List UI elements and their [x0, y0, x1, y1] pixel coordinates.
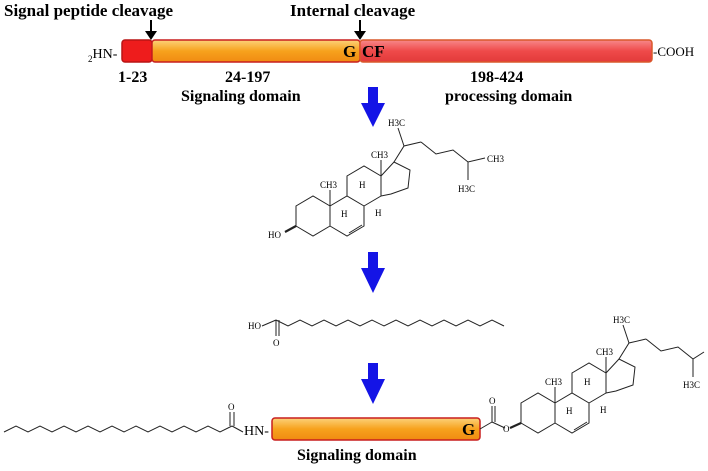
chol-ch3-d: CH3 — [371, 150, 389, 160]
blue-arrow-2 — [361, 252, 385, 293]
residue-g-label: G — [343, 42, 356, 61]
palm-o: O — [273, 338, 280, 348]
palmitate-structure — [261, 319, 505, 336]
segment-name-3: processing domain — [445, 88, 572, 105]
signal-cleavage-arrow — [145, 20, 157, 40]
cholesterol-structure — [284, 127, 486, 237]
product-ch3-d: CH3 — [596, 347, 614, 357]
chol-h-3: H — [375, 208, 382, 218]
product-signaling-domain — [271, 417, 481, 441]
segment-range-1: 1-23 — [118, 69, 147, 86]
chol-h-1: H — [359, 180, 366, 190]
product-h-3: H — [600, 405, 607, 415]
product-domain-label: Signaling domain — [297, 447, 417, 464]
signal-cleavage-label: Signal peptide cleavage — [4, 1, 174, 20]
segment-name-2: Signaling domain — [181, 88, 301, 105]
processing-domain-segment — [359, 39, 653, 63]
product-h-2: H — [566, 406, 573, 416]
chol-ch3-tail: CH3 — [487, 154, 505, 164]
product-ester-o: O — [503, 424, 510, 434]
signaling-domain-segment — [151, 39, 361, 63]
blue-arrow-3 — [361, 363, 385, 404]
product-residue-g: G — [462, 420, 475, 439]
chol-ho: HO — [268, 230, 281, 240]
palm-ho: HO — [248, 321, 261, 331]
product-h3c-top: H3C — [613, 315, 630, 325]
product-h-1: H — [584, 377, 591, 387]
product-o-right: O — [489, 396, 496, 406]
chol-ch3-b: CH3 — [320, 180, 338, 190]
internal-cleavage-label: Internal cleavage — [290, 1, 416, 20]
residue-cf-label: CF — [362, 42, 385, 61]
product-palmitoyl-chain — [3, 412, 244, 433]
product-cholesterol-structure — [479, 324, 705, 434]
product-o-left: O — [228, 402, 235, 412]
blue-arrow-1 — [361, 87, 385, 127]
product-h3c-tail: H3C — [683, 380, 700, 390]
chol-h3c-tail: H3C — [458, 184, 475, 194]
c-terminus-label: -COOH — [653, 44, 694, 59]
product-hn: HN- — [244, 424, 269, 439]
n-terminus-label: 2HN- — [88, 47, 118, 64]
segment-range-3: 198-424 — [470, 69, 523, 86]
signal-peptide-segment — [121, 39, 153, 63]
product-ch3-b: CH3 — [545, 377, 563, 387]
internal-cleavage-arrow — [354, 20, 366, 40]
segment-range-2: 24-197 — [225, 69, 270, 86]
chol-h-2: H — [341, 209, 348, 219]
chol-h3c-top: H3C — [388, 118, 405, 128]
